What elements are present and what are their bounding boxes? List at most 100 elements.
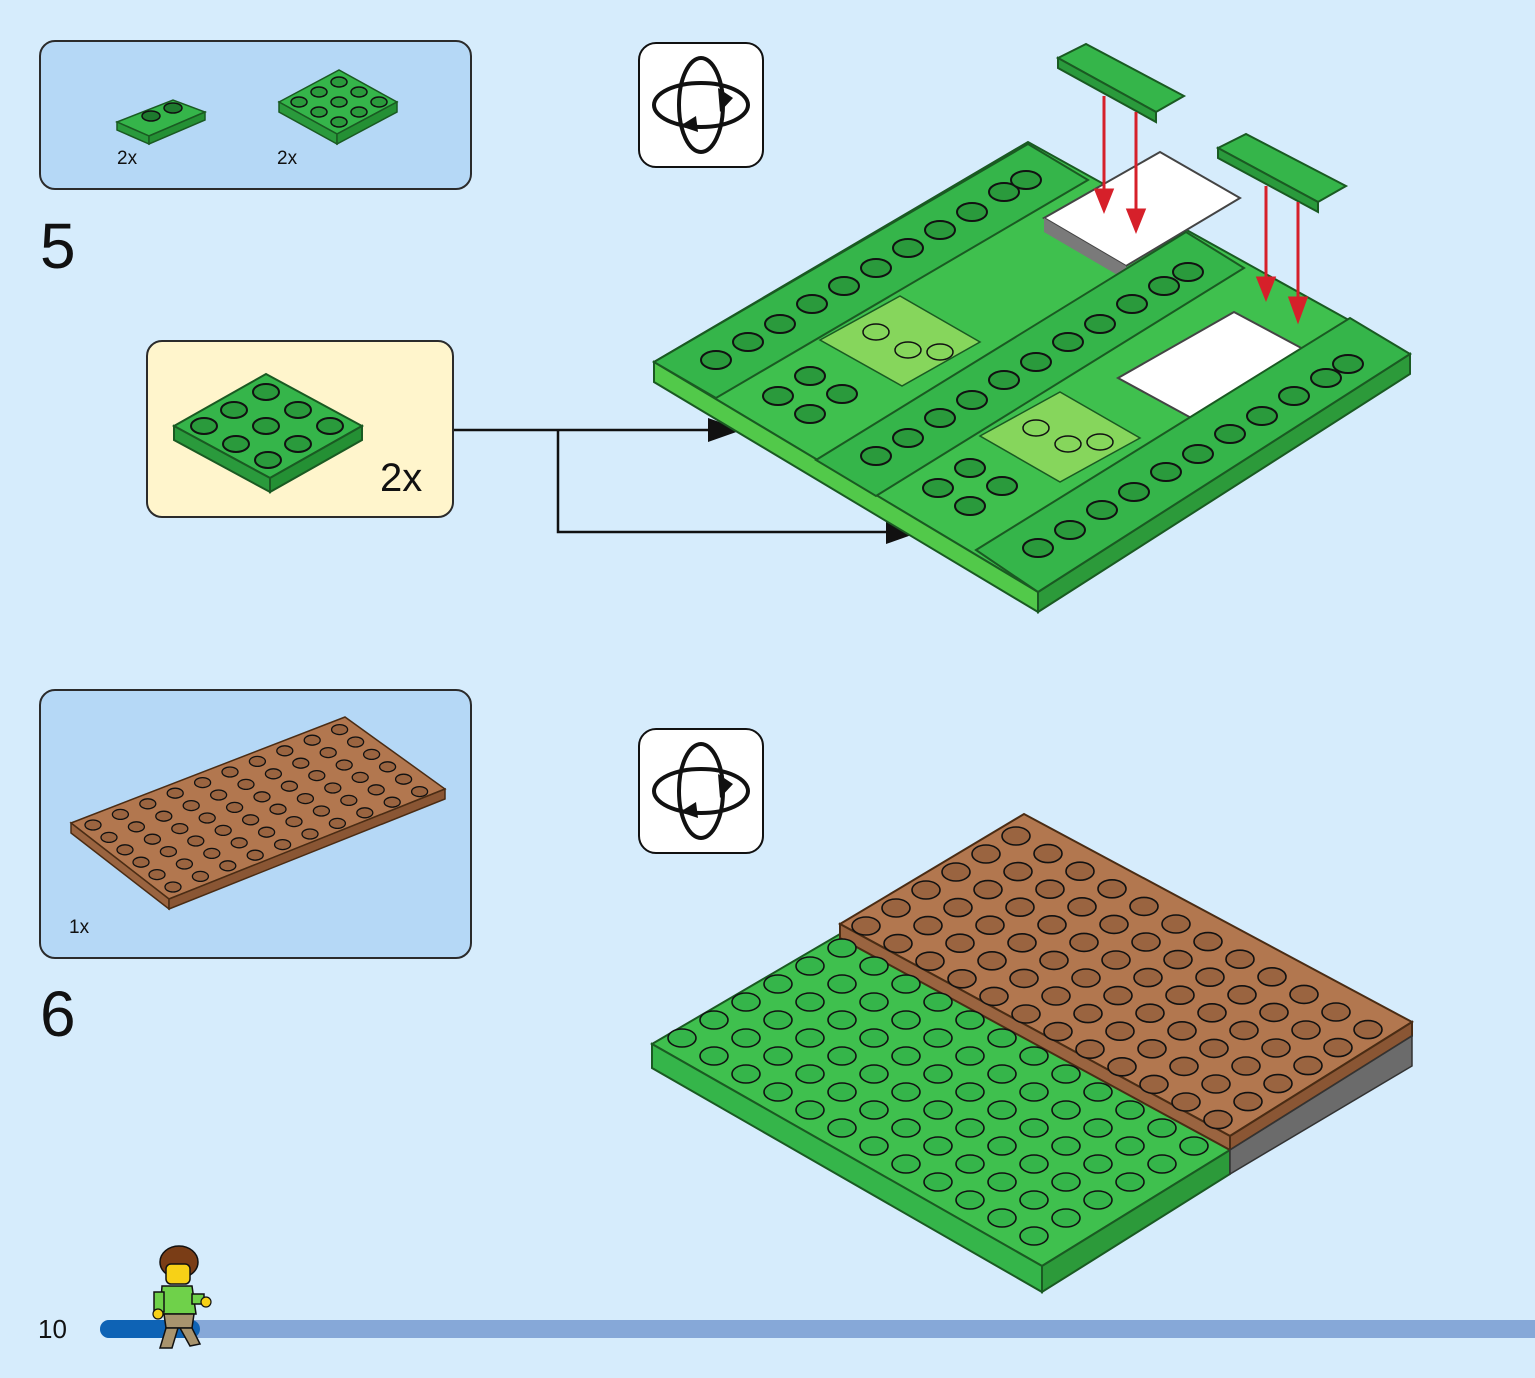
stud (1073, 1003, 1103, 1024)
stud (1291, 1020, 1321, 1040)
stud (1169, 1056, 1199, 1077)
stud (1293, 1055, 1323, 1076)
stud (891, 1082, 921, 1102)
stud (308, 769, 326, 782)
stud (851, 916, 881, 936)
stud (975, 915, 1005, 935)
stud (203, 847, 221, 860)
stud (1135, 1003, 1165, 1023)
stud (1195, 967, 1225, 987)
stud (1131, 932, 1161, 952)
stud (1011, 1004, 1041, 1024)
stud (1147, 1154, 1177, 1174)
stud (891, 1010, 921, 1030)
stud (763, 1046, 793, 1066)
stud (248, 755, 267, 768)
stud (132, 856, 150, 868)
stud (1261, 1038, 1291, 1058)
stud (731, 1028, 761, 1048)
stud (859, 992, 889, 1012)
stud (923, 1136, 953, 1156)
stud (296, 792, 315, 805)
stud (237, 778, 255, 791)
stud (859, 1100, 889, 1120)
stud (253, 791, 271, 803)
stud (1201, 1074, 1231, 1094)
stud (1033, 843, 1063, 864)
stud (193, 776, 212, 789)
stud (1107, 1056, 1137, 1077)
stud (911, 880, 941, 900)
stud (1001, 826, 1031, 846)
step-number: 5 (40, 210, 76, 282)
stud (1069, 932, 1099, 953)
stud (1041, 986, 1071, 1006)
stud (1007, 933, 1037, 953)
stud (1139, 1074, 1169, 1095)
stud (139, 798, 157, 810)
stud (1115, 1172, 1145, 1192)
stud (1321, 1002, 1351, 1022)
stud (1043, 1021, 1073, 1042)
page-number: 10 (38, 1314, 67, 1344)
stud (303, 734, 321, 746)
stud (667, 1028, 697, 1048)
stud (891, 1118, 921, 1138)
stud (191, 870, 210, 883)
stud (1071, 968, 1101, 988)
stud (1233, 1091, 1263, 1112)
stud (225, 801, 244, 814)
stud (1019, 1118, 1049, 1138)
stud (328, 817, 347, 830)
brown-plate-6x10-icon (69, 716, 447, 911)
stud (292, 757, 310, 769)
stud (763, 974, 793, 994)
stud (1099, 914, 1129, 935)
stud (891, 1154, 921, 1174)
stud (923, 992, 953, 1012)
stud (324, 782, 342, 794)
stud (1203, 1109, 1233, 1130)
stud (1147, 1118, 1177, 1138)
stud (1171, 1092, 1201, 1112)
stud (1231, 1056, 1261, 1076)
stud (264, 768, 283, 780)
stud (1115, 1136, 1145, 1156)
stud (276, 745, 294, 757)
stud (795, 1064, 825, 1084)
stud (214, 824, 232, 837)
stud (1167, 1021, 1197, 1041)
stud (1083, 1082, 1113, 1102)
stud (187, 835, 205, 847)
stud (182, 799, 200, 812)
stud (891, 1046, 921, 1066)
stud (955, 1046, 985, 1066)
stud (891, 974, 921, 994)
stud (319, 746, 337, 759)
stud (367, 784, 385, 796)
stud (1019, 1226, 1049, 1246)
stud (269, 803, 287, 815)
stud (1101, 950, 1131, 970)
stud (312, 805, 331, 817)
stud (883, 933, 913, 954)
stud (979, 986, 1009, 1007)
stud (763, 1082, 793, 1102)
stud (943, 897, 973, 918)
stud (731, 992, 761, 1012)
stud (947, 969, 977, 989)
stud (977, 951, 1007, 971)
stud (971, 844, 1001, 864)
stud (987, 1172, 1017, 1192)
minifigure-icon (152, 1245, 212, 1349)
stud (731, 1064, 761, 1084)
stud (1065, 861, 1095, 881)
stud (1039, 950, 1069, 971)
rotate-model-icon (638, 728, 764, 854)
step5-parts-panel: 2x 2x (39, 40, 472, 190)
stud (1083, 1154, 1113, 1174)
stud (1105, 1021, 1135, 1041)
step6-parts-panel: 1x (39, 689, 472, 959)
subassembly-callout: 2x (146, 340, 454, 518)
stud (827, 974, 857, 994)
